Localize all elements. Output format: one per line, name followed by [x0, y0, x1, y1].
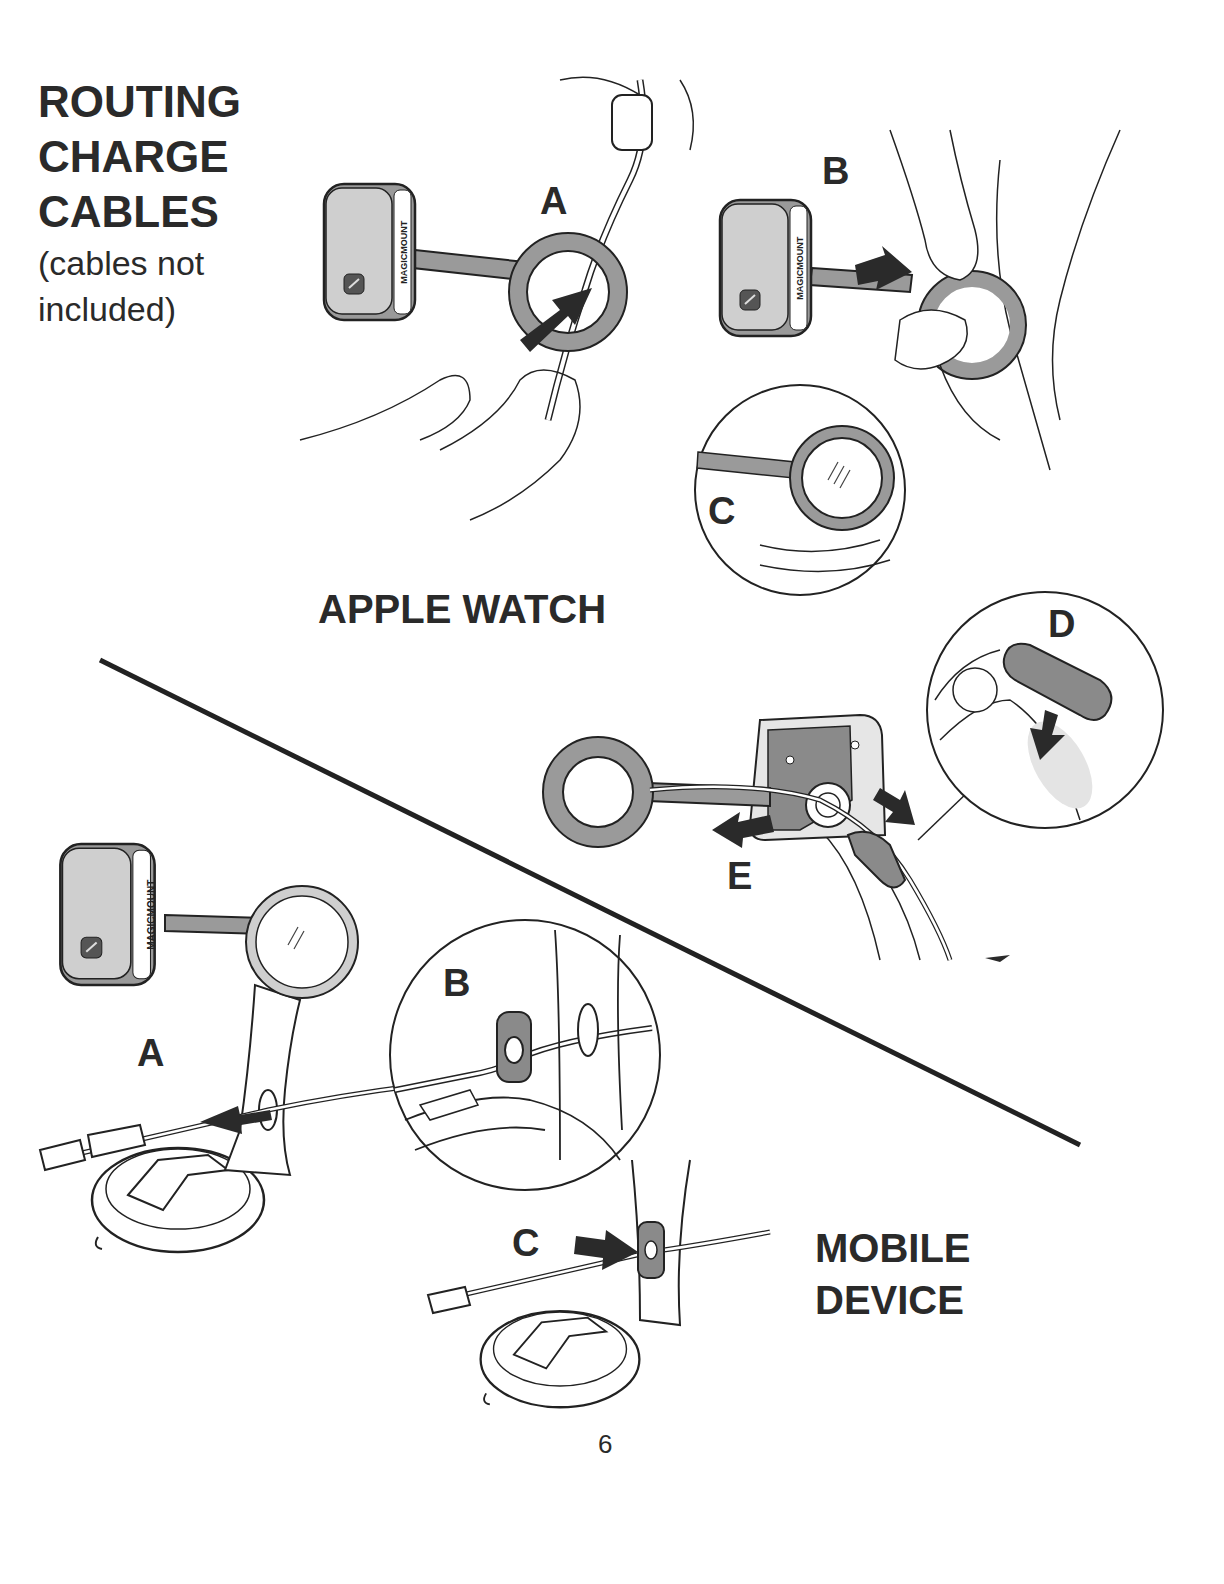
step-a-mobile	[40, 844, 420, 1252]
step-letter: D	[1048, 603, 1075, 647]
step-letter: B	[443, 962, 470, 1006]
step-letter: C	[708, 490, 735, 534]
callout-b-mobile	[390, 920, 660, 1190]
page-title: ROUTING CHARGE CABLES	[38, 74, 273, 239]
step-a-watch	[300, 77, 693, 520]
step-c-mobile	[428, 1160, 770, 1407]
callout-d	[927, 592, 1163, 828]
section-heading: MOBILE DEVICE	[815, 1222, 1030, 1326]
brand-mark: MAGICMOUNT	[146, 880, 158, 950]
subtitle-note: (cables not included)	[38, 240, 273, 332]
brand-mark: MAGICMOUNT	[795, 237, 805, 300]
step-letter: B	[822, 150, 849, 194]
step-letter: E	[727, 855, 752, 899]
step-letter: A	[137, 1032, 164, 1076]
brand-mark: MAGICMOUNT	[399, 221, 409, 284]
step-letter: A	[540, 180, 567, 224]
callout-c-watch	[695, 385, 905, 595]
step-letter: C	[512, 1222, 539, 1266]
section-heading: APPLE WATCH	[318, 586, 606, 632]
page-number: 6	[598, 1430, 612, 1460]
